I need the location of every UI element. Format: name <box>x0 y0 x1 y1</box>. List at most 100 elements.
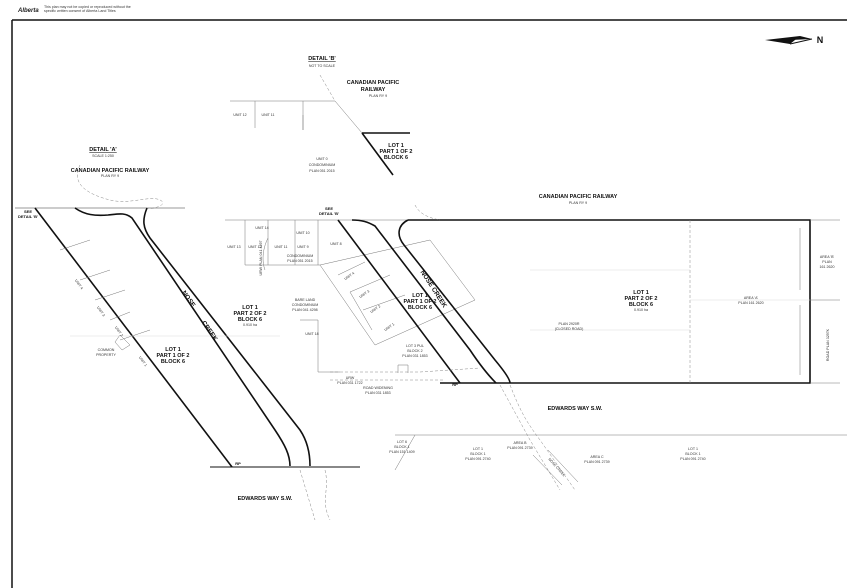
see-detail-label: DETAIL 'B' <box>319 211 339 216</box>
detail-b-title: DETAIL 'B' <box>308 56 336 62</box>
bottom-lot-label: LOT 6 <box>397 440 407 444</box>
road-plan-label: ROAD PLAN 3297K <box>826 328 830 361</box>
lot-part: PART 2 OF 2 <box>625 296 658 302</box>
lot-part: PART 1 OF 2 <box>157 353 190 359</box>
main-plan-drawing <box>225 204 847 491</box>
railway-plan: PLAN RY 9 <box>369 94 387 98</box>
lot-part: PART 1 OF 2 <box>404 299 437 305</box>
road-widening-plan: PLAN 031 1853 <box>365 391 390 395</box>
rp-label: RP <box>235 461 241 466</box>
unit-label: UNIT 1 <box>138 356 148 368</box>
bottom-lot-label: PLAN 091 2740 <box>680 457 705 461</box>
railway-label: CANADIAN PACIFIC RAILWAY <box>71 168 150 174</box>
unit-label: UNIT 3 <box>96 306 106 318</box>
bottom-lot-label: AREA B <box>514 441 528 445</box>
bare-land-plan: PLAN 041 4298 <box>292 308 317 312</box>
railway-label: CANADIAN PACIFIC <box>347 80 399 86</box>
unit-label: UNIT 0 <box>316 157 327 161</box>
lot-label: LOT 1 <box>633 290 649 296</box>
lot3-plan: PLAN 031 1853 <box>402 354 427 358</box>
unit-label: UNIT 9 <box>297 245 308 249</box>
condo-plan: PLAN 051 2015 <box>309 169 334 173</box>
area-a-plan: PLAN 161 2620 <box>738 301 763 305</box>
unit-label: UNIT 13 <box>227 245 240 249</box>
unit-label: UNIT 3 <box>359 289 371 299</box>
unit-label: UNIT 2 <box>370 304 382 314</box>
detail-b-scale: NOT TO SCALE <box>309 64 336 68</box>
bottom-lot-label: BLOCK 1 <box>470 452 485 456</box>
frame-border <box>11 19 847 588</box>
area-b-label: AREA 'B' <box>820 255 835 259</box>
lot3-label: BLOCK 2 <box>407 349 422 353</box>
lot-part: PART 1 OF 2 <box>380 149 413 155</box>
disclaimer-text: This plan may not be copied or reproduce… <box>44 5 131 14</box>
railway-plan: PLAN RY 9 <box>101 174 119 178</box>
bottom-lot-label: LOT 1 <box>688 447 698 451</box>
plan-road-label: PLAN 2920R <box>559 322 580 326</box>
unit-label: UNIT 11 <box>261 113 274 117</box>
road-label: EDWARDS WAY S.W. <box>238 496 293 502</box>
urw-label: URW <box>346 376 355 380</box>
detail-b-drawing <box>230 74 410 176</box>
detail-a-scale: SCALE 1:250 <box>92 154 114 158</box>
urw-plan-label: URW PLAN 041 4297 <box>259 241 263 276</box>
lot3-label: LOT 3 PUL <box>406 344 424 348</box>
bottom-lot-label: PLAN 091 2739 <box>507 446 532 450</box>
railway-label: RAILWAY <box>361 87 386 93</box>
lot-block: BLOCK 6 <box>629 302 653 308</box>
bare-land-label: BARE LAND <box>295 298 316 302</box>
common-property-label: COMMON <box>98 348 115 352</box>
bottom-lot-label: BLOCK 1 <box>394 445 409 449</box>
lot-label: LOT 1 <box>388 143 404 149</box>
alberta-logo: Alberta <box>18 8 39 14</box>
railway-label: CANADIAN PACIFIC RAILWAY <box>539 194 618 200</box>
see-detail-label: SEE <box>325 206 333 211</box>
urw-plan: PLAN 031 1722 <box>337 381 362 385</box>
creek-label: NOSE <box>180 290 197 310</box>
unit-label: UNIT 12 <box>233 113 246 117</box>
see-detail-label: SEE <box>24 209 32 214</box>
bottom-lot-label: LOT 1 <box>473 447 483 451</box>
bottom-lot-label: BLOCK 1 <box>685 452 700 456</box>
unit-label: UNIT 4 <box>344 271 356 281</box>
bare-land-label: CONDOMINIUM <box>292 303 319 307</box>
bottom-lot-label: PLAN 151 1409 <box>389 450 414 454</box>
creek-label: NOSE CREEK <box>547 457 566 478</box>
unit-label: UNIT 2 <box>114 326 124 338</box>
area-b-label: PLAN <box>822 260 832 264</box>
lot-area: 0.910 ha <box>634 308 648 312</box>
lot-label: LOT 1 <box>165 347 181 353</box>
condo-label: CONDOMINIUM <box>287 254 314 258</box>
road-label: EDWARDS WAY S.W. <box>548 406 603 412</box>
lot-block: BLOCK 6 <box>408 305 432 311</box>
lot-block: BLOCK 6 <box>384 155 408 161</box>
lot-label: LOT 1 <box>242 305 258 311</box>
road-widening-label: ROAD WIDENING <box>363 386 393 390</box>
rp-label: RP <box>452 382 458 387</box>
unit-label: UNIT 18 <box>305 332 318 336</box>
unit-label: UNIT 11 <box>274 245 287 249</box>
bottom-lot-label: AREA C <box>590 455 604 459</box>
lot-label: LOT 1 <box>412 293 428 299</box>
unit-label: UNIT 1 <box>384 322 396 332</box>
condo-plan: PLAN 051 2015 <box>287 259 312 263</box>
bottom-lot-label: PLAN 091 2739 <box>584 460 609 464</box>
area-a-label: AREA 'A' <box>744 296 759 300</box>
see-detail-label: DETAIL 'B' <box>18 214 38 219</box>
north-arrow-icon <box>765 36 813 45</box>
area-b-plan: 161 2620 <box>820 265 835 269</box>
unit-label: UNIT 8 <box>330 242 341 246</box>
railway-plan: PLAN RY 9 <box>569 201 587 205</box>
lot-part: PART 2 OF 2 <box>234 311 267 317</box>
lot-block: BLOCK 6 <box>238 317 262 323</box>
unit-label: UNIT 12 <box>248 245 261 249</box>
closed-road-label: (CLOSED ROAD) <box>555 327 584 331</box>
condo-label: CONDOMINIUM <box>309 163 336 167</box>
lot-block: BLOCK 6 <box>161 359 185 365</box>
bottom-lot-label: PLAN 091 2740 <box>465 457 490 461</box>
north-label: N <box>817 35 824 45</box>
unit-label: UNIT 4 <box>74 279 84 291</box>
detail-a-title: DETAIL 'A' <box>89 147 117 153</box>
lot-area: 0.910 ha <box>243 323 257 327</box>
